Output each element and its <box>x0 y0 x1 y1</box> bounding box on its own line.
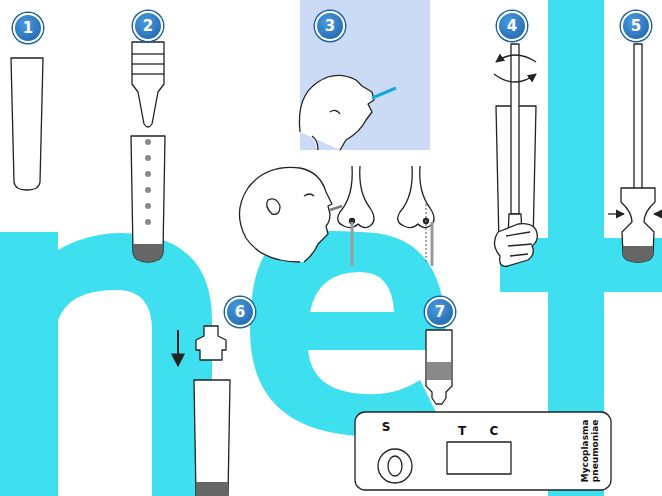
line-label: T <box>458 425 466 438</box>
hand <box>494 224 537 267</box>
test-cassette <box>355 412 611 490</box>
sample-well <box>378 449 412 483</box>
callout-number: 7 <box>435 305 445 320</box>
adult-head <box>299 75 374 150</box>
callout-number: 1 <box>23 21 33 36</box>
extraction-tube <box>426 330 452 404</box>
swab-stick <box>634 44 642 194</box>
extraction-tube <box>131 136 165 262</box>
callout-number: 3 <box>325 19 335 34</box>
swab-stick <box>431 222 434 266</box>
swab-stick <box>511 44 519 214</box>
swab-stick <box>351 222 354 266</box>
nasal-swab <box>372 88 396 98</box>
step-number: 6 <box>225 297 255 327</box>
nasal-swab <box>330 206 342 210</box>
result-window <box>447 442 511 474</box>
step-number: 7 <box>425 297 455 327</box>
rotation-arrow <box>494 74 536 82</box>
rotation-arrow <box>496 55 536 62</box>
dropper-cap <box>196 326 226 360</box>
callout-number: 6 <box>235 305 245 320</box>
step-number: 4 <box>497 11 527 41</box>
child-head <box>239 167 332 262</box>
callout-number: 5 <box>631 19 641 34</box>
step-number: 3 <box>315 11 345 41</box>
product-name: Mycoplasma pneumoniae <box>581 417 601 485</box>
nose-outline <box>338 166 374 228</box>
step-number: 5 <box>621 11 651 41</box>
cassette-label: S <box>382 421 391 434</box>
direction-arrow <box>177 330 179 366</box>
background-band <box>300 0 430 150</box>
extraction-tube <box>194 380 230 496</box>
extraction-tube <box>621 188 655 262</box>
callout-number: 2 <box>143 19 153 34</box>
line-label: C <box>490 425 499 438</box>
buffer-bottle <box>132 42 164 127</box>
buffer-drops <box>145 139 151 225</box>
nose-outline <box>398 166 434 228</box>
squeeze-arrow <box>608 213 624 214</box>
extraction-tube <box>11 58 43 190</box>
step-number: 1 <box>13 13 43 43</box>
step-number: 2 <box>133 11 163 41</box>
callout-number: 4 <box>507 19 517 34</box>
squeeze-arrow <box>654 213 661 214</box>
